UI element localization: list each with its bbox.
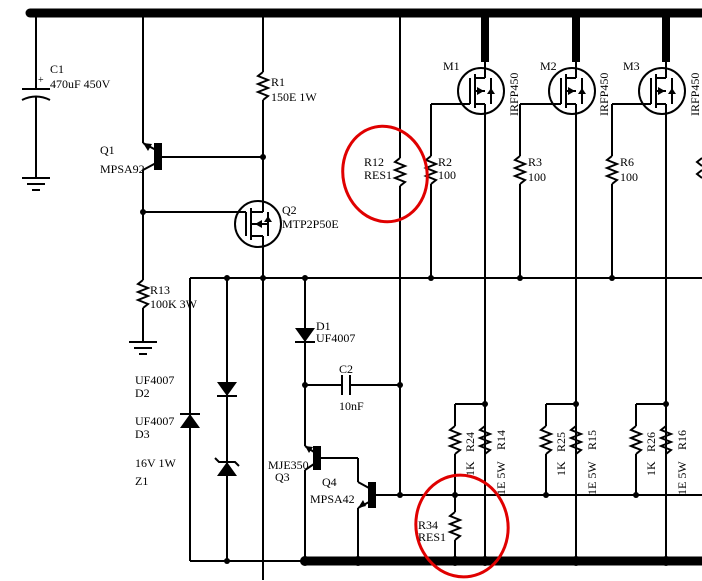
z1-value: 16V 1W [135,456,176,470]
d2-label: D2 [135,386,150,400]
q4-label: Q4 [322,475,337,489]
q2-label: Q2 [282,203,297,217]
resistor-r1 [255,13,271,200]
r12-value: RES1 [364,168,392,182]
r26-value: 1K [644,461,658,476]
c1-label: C1 [50,62,64,76]
r13-value: 100K 3W [150,297,198,311]
r13-label: R13 [150,283,170,297]
c2-label: C2 [339,362,353,376]
capacitor-c2 [305,375,400,395]
junction-dots [32,9,671,566]
c1-value: 470uF 450V [50,77,111,91]
diode-d2 [217,278,237,561]
q1-part: MPSA92 [100,162,145,176]
r14-label: R14 [494,430,508,450]
q4-part: MPSA42 [310,492,355,506]
mosfet-m2 [520,13,596,561]
r26-label: R26 [644,432,658,452]
highlight-ring-r34 [414,473,510,579]
r15-label: R15 [585,430,599,450]
m2-label: M2 [540,59,557,73]
c2-value: 10nF [339,399,364,413]
r2-label: R2 [438,155,452,169]
q3-label: Q3 [275,470,290,484]
highlight-ring-r12 [341,124,429,224]
r3-label: R3 [528,155,542,169]
m2-part: IRFP450 [597,73,611,116]
resistor-r3 [512,104,528,278]
d2-part: UF4007 [135,373,174,387]
resistor-network-m2 [538,403,584,495]
mosfet-q2 [143,200,282,580]
r12-label: R12 [364,155,384,169]
zener-z1 [214,457,240,476]
r2-value: 100 [438,168,456,182]
transistor-q4 [357,481,702,561]
z1-label: Z1 [135,474,148,488]
diode-d1 [295,278,315,446]
resistor-r12 [392,13,408,495]
diode-d3 [180,413,200,428]
d3-part: UF4007 [135,414,174,428]
resistor-partial-right [695,157,702,179]
r15-value: 1E 5W [585,461,599,495]
mosfet-m1 [431,13,505,561]
r3-value: 100 [528,170,546,184]
r34-label: R34 [418,518,438,532]
q2-part: MTP2P50E [282,217,339,231]
d1-label: D1 [316,319,331,333]
mosfet-m3 [612,13,686,561]
r25-label: R25 [554,432,568,452]
c1-plus-sign: + [38,75,44,86]
d1-part: UF4007 [316,331,355,345]
resistor-r6 [604,104,620,278]
r1-label: R1 [271,75,285,89]
m3-part: IRFP450 [688,73,702,116]
transistor-q1 [142,13,263,280]
m1-part: IRFP450 [507,73,521,116]
m1-label: M1 [443,59,460,73]
resistor-r2 [423,104,439,278]
r16-value: 1E 5W [675,461,689,495]
r16-label: R16 [675,430,689,450]
m3-label: M3 [623,59,640,73]
d3-label: D3 [135,427,150,441]
r34-value: RES1 [418,530,446,544]
r25-value: 1K [554,461,568,476]
q3-part: MJE350 [268,458,309,472]
resistor-network-m1 [447,403,493,561]
resistor-r13 [129,279,157,355]
r14-value: 1E 5W [494,461,508,495]
r6-value: 100 [620,170,638,184]
resistor-network-m3 [628,403,674,495]
r24-label: R24 [463,432,477,452]
transistor-q3 [304,445,359,561]
capacitor-c1 [21,13,51,191]
r1-value: 150E 1W [271,90,317,104]
r6-label: R6 [620,155,634,169]
r24-value: 1K [463,461,477,476]
q1-label: Q1 [100,143,115,157]
